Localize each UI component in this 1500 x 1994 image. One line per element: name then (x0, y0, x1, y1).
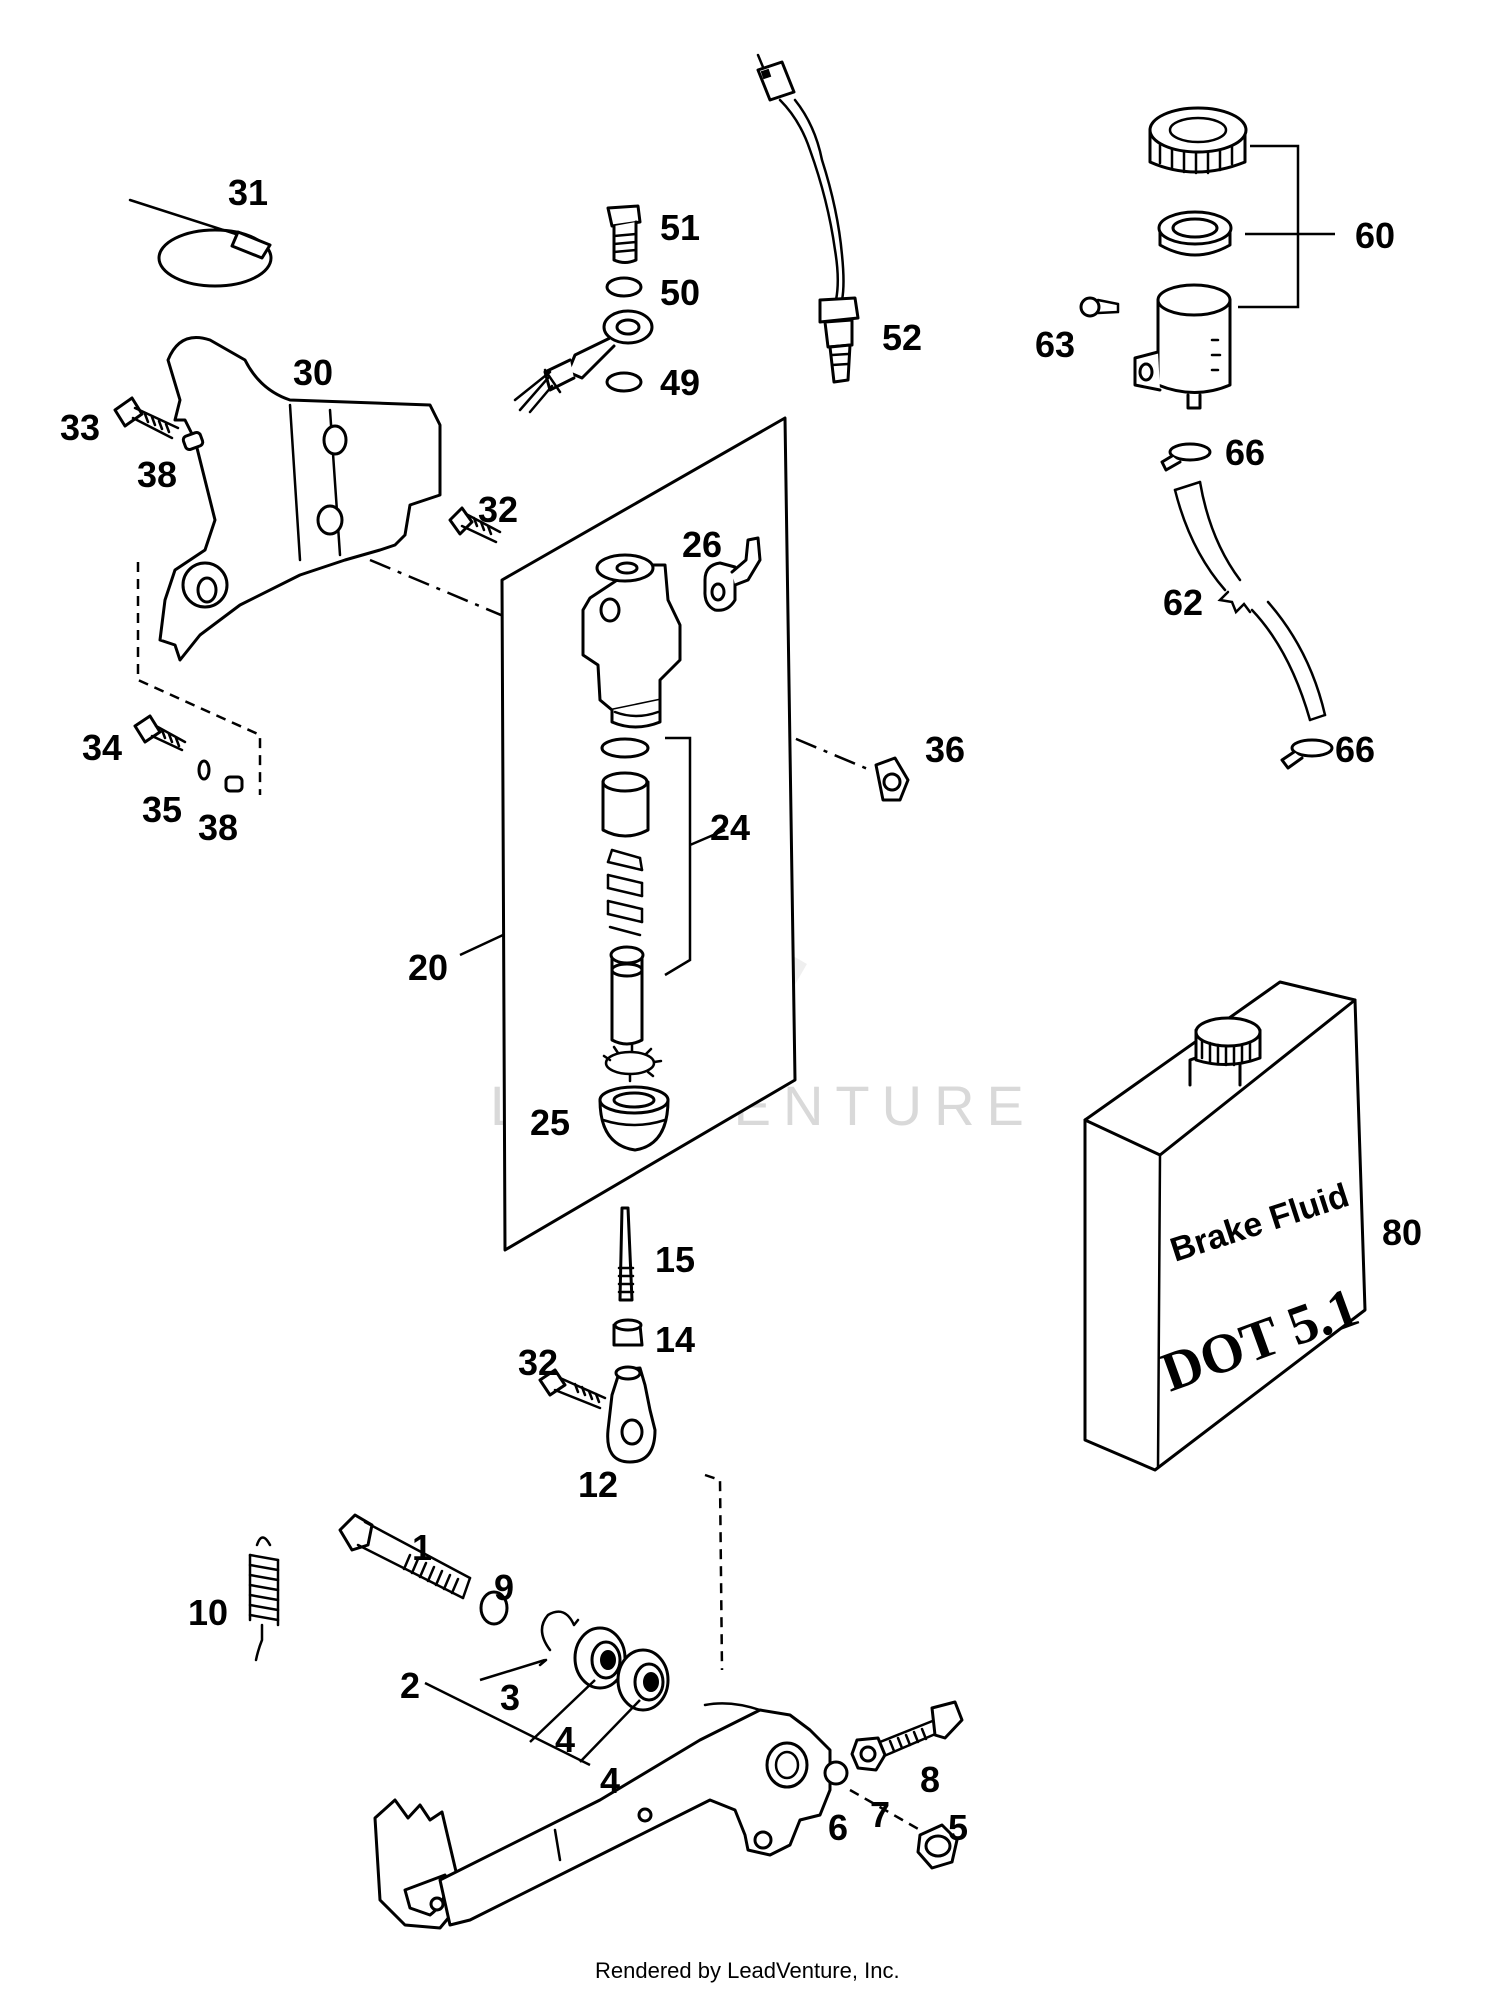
boot-25 (598, 1085, 670, 1152)
brake-pedal-2 (373, 1702, 832, 1930)
bolt-32-top (448, 506, 502, 544)
label-2: 2 (400, 1665, 420, 1706)
guide-line-bracket (136, 562, 262, 795)
label-63: 63 (1035, 324, 1075, 365)
pivot-bolt-1 (338, 1513, 472, 1600)
label-10: 10 (188, 1592, 228, 1633)
nut-7 (850, 1736, 887, 1772)
washer-35 (197, 759, 211, 781)
brake-fluid-can-80: Brake Fluid DOT 5.1 (1083, 980, 1367, 1472)
label-32-bottom: 32 (518, 1342, 558, 1383)
label-4-upper: 4 (555, 1719, 575, 1760)
bolt-33 (113, 396, 180, 440)
label-33: 33 (60, 407, 100, 448)
label-5: 5 (948, 1807, 968, 1848)
label-15: 15 (655, 1239, 695, 1280)
spring-24 (606, 848, 644, 937)
reservoir-body (1133, 283, 1232, 410)
label-34: 34 (82, 727, 122, 768)
label-49: 49 (660, 362, 700, 403)
o-ring-24 (600, 737, 650, 759)
leader-reservoir-60 (1238, 144, 1335, 309)
label-50: 50 (660, 272, 700, 313)
label-6: 6 (828, 1807, 848, 1848)
sleeve-38-top (181, 430, 205, 452)
washer-6 (823, 1760, 849, 1786)
bolt-32-bottom (538, 1368, 607, 1410)
assembly-box-20 (500, 416, 797, 1252)
label-14: 14 (655, 1319, 695, 1360)
washer-9 (479, 1590, 509, 1626)
label-35: 35 (142, 789, 182, 830)
reservoir-cap (1148, 106, 1248, 175)
clamp-66-bottom (1280, 738, 1334, 770)
sleeve-38-bottom (224, 775, 244, 793)
leader-2-3-4 (424, 1658, 641, 1767)
label-60: 60 (1355, 215, 1395, 256)
label-7: 7 (870, 1794, 890, 1835)
spring-10 (248, 1536, 280, 1662)
washer-50 (605, 276, 643, 298)
piston-24 (609, 945, 645, 1046)
label-51: 51 (660, 207, 700, 248)
nut-36 (874, 756, 910, 802)
label-9: 9 (494, 1567, 514, 1608)
clamp-66-top (1160, 442, 1212, 472)
footer-credit: Rendered by LeadVenture, Inc. (595, 1958, 900, 1983)
label-52: 52 (882, 317, 922, 358)
master-cylinder (581, 553, 682, 729)
reservoir-diaphragm (1157, 210, 1233, 257)
label-66-top: 66 (1225, 432, 1265, 473)
bolt-8 (878, 1700, 964, 1758)
bearing-4b (616, 1648, 670, 1712)
label-20: 20 (408, 947, 448, 988)
washer-49 (605, 371, 643, 393)
label-25: 25 (530, 1102, 570, 1143)
sleeve-24 (601, 771, 650, 838)
banjo-bolt-51 (606, 204, 642, 264)
circlip-3 (538, 1610, 580, 1667)
label-38-top: 38 (137, 454, 177, 495)
cable-tie-31 (128, 198, 273, 288)
leader-20 (459, 933, 504, 957)
clevis-12 (606, 1365, 657, 1464)
push-rod-15 (617, 1206, 635, 1302)
label-12: 12 (578, 1464, 618, 1505)
label-38-bottom: 38 (198, 807, 238, 848)
bolt-34 (133, 714, 187, 752)
label-1: 1 (412, 1527, 432, 1568)
screw-63 (1079, 296, 1120, 318)
banjo-hose-fitting (513, 309, 654, 414)
hose-62 (1173, 480, 1327, 722)
label-8: 8 (920, 1759, 940, 1800)
label-24: 24 (710, 807, 750, 848)
bearing-4a (573, 1626, 627, 1690)
circlip (602, 1042, 663, 1083)
guide-line-nut-5 (849, 1788, 921, 1832)
bracket-30 (158, 336, 442, 662)
label-80: 80 (1382, 1212, 1422, 1253)
label-31: 31 (228, 172, 268, 213)
label-3: 3 (500, 1677, 520, 1718)
label-30: 30 (293, 352, 333, 393)
guide-line-clevis-pedal (704, 1473, 724, 1671)
label-62: 62 (1163, 582, 1203, 623)
leader-kit-24 (664, 736, 726, 977)
label-36: 36 (925, 729, 965, 770)
label-26: 26 (682, 524, 722, 565)
elbow-fitting-26 (703, 536, 762, 612)
nut-5 (916, 1823, 959, 1870)
nut-14 (612, 1318, 644, 1347)
label-66-bottom: 66 (1335, 729, 1375, 770)
label-32-top: 32 (478, 489, 518, 530)
label-4-lower: 4 (600, 1760, 620, 1801)
brake-light-switch-52 (756, 53, 860, 384)
